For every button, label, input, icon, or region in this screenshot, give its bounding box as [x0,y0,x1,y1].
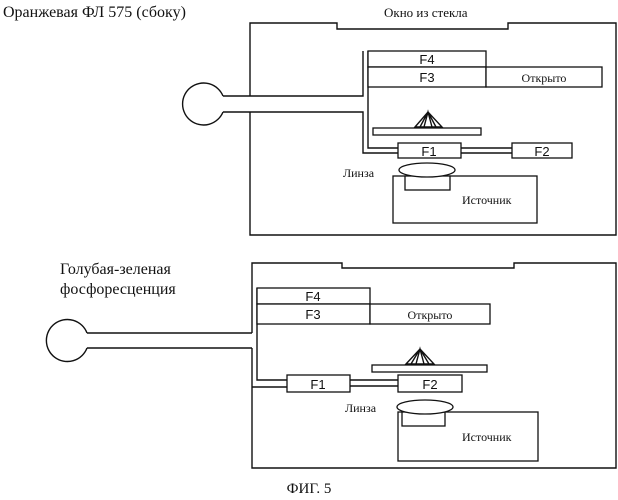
f1-label: F1 [421,144,436,159]
f1-f2-link [350,380,398,386]
integrating-sphere [183,83,223,125]
f1-label: F1 [310,377,325,392]
lens [399,163,455,177]
f1-f2-link [461,148,512,153]
sample-plate [372,365,487,372]
f3-label: F3 [305,307,320,322]
gemstone-icon [415,112,442,127]
f4-label: F4 [419,52,434,67]
bottom-panel-title-line1: Голубая-зеленая [60,261,172,278]
sample-plate [373,128,481,135]
gemstone-icon [406,349,434,364]
f2-label: F2 [534,144,549,159]
source-emitter [405,176,450,190]
f2-label: F2 [422,377,437,392]
lens-label: Линза [343,166,375,180]
top-panel-title: Оранжевая ФЛ 575 (сбоку) [3,4,186,21]
f3-label: F3 [419,70,434,85]
figure-caption: ФИГ. 5 [287,481,332,497]
lens-label: Линза [345,401,377,415]
f4-label: F4 [305,289,320,304]
source-label: Источник [462,193,512,207]
open-label: Открыто [408,308,453,322]
bottom-panel-title-line2: фосфоресценция [60,281,176,298]
lens [397,400,453,414]
source-label: Источник [462,430,512,444]
integrating-sphere [46,320,87,362]
glass-window-label: Окно из стекла [384,5,468,20]
bottom-panel: Голубая-зеленая фосфоресценция F4 F3 Отк… [46,261,616,468]
top-panel: Оранжевая ФЛ 575 (сбоку) Окно из стекла … [3,4,616,235]
open-label: Открыто [522,71,567,85]
